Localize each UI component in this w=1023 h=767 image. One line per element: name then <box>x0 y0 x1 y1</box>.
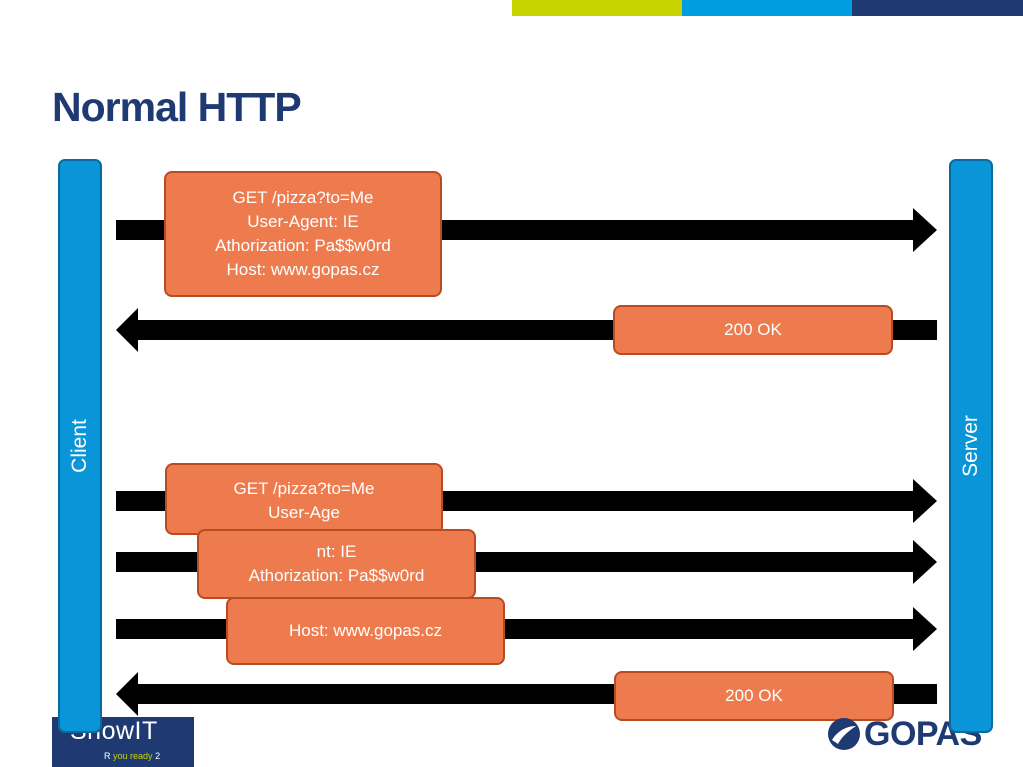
gopas-swirl-icon <box>828 718 860 750</box>
accent-bar-blue <box>682 0 852 16</box>
accent-bar-green <box>512 0 682 16</box>
fragment-box-3: Host: www.gopas.cz <box>226 597 505 665</box>
showit-tag-mid: you ready <box>113 751 153 761</box>
arrow-response-1 <box>116 308 937 352</box>
response-label: 200 OK <box>725 686 783 705</box>
arrow-request-1 <box>116 208 937 252</box>
fragment-line: User-Age <box>268 503 340 522</box>
request-line: Athorization: Pa$$w0rd <box>215 236 391 255</box>
fragment-line: Host: www.gopas.cz <box>288 621 443 640</box>
fragment-line: Athorization: Pa$$w0rd <box>248 566 425 585</box>
response-box-2: 200 OK <box>614 671 894 721</box>
fragment-line: nt: IE <box>316 542 357 561</box>
request-line: Host: www.gopas.cz <box>226 260 380 279</box>
response-label: 200 OK <box>724 320 782 339</box>
showit-tag-num: 2 <box>155 751 161 761</box>
showit-tag-r: R <box>104 751 111 761</box>
server-label: Server <box>959 415 982 477</box>
showit-tagline: R you ready 2 <box>104 751 160 761</box>
fragment-box-1: GET /pizza?to=Me User-Age <box>165 463 443 535</box>
arrow-fragment-1 <box>116 479 937 523</box>
accent-bar-navy <box>852 0 1023 16</box>
server-lifeline: Server <box>949 159 993 733</box>
arrow-fragment-2 <box>116 540 937 584</box>
fragment-line: GET /pizza?to=Me <box>233 479 375 498</box>
page-title: Normal HTTP <box>52 84 302 130</box>
request-line: User-Agent: IE <box>247 212 359 231</box>
arrow-fragment-3 <box>116 607 937 651</box>
client-label: Client <box>68 419 91 473</box>
arrow-response-2 <box>116 672 937 716</box>
request-box: GET /pizza?to=Me User-Agent: IE Athoriza… <box>164 171 442 297</box>
fragment-box-2: nt: IE Athorization: Pa$$w0rd <box>197 529 476 599</box>
response-box-1: 200 OK <box>613 305 893 355</box>
client-lifeline: Client <box>58 159 102 733</box>
request-line: GET /pizza?to=Me <box>232 188 374 207</box>
